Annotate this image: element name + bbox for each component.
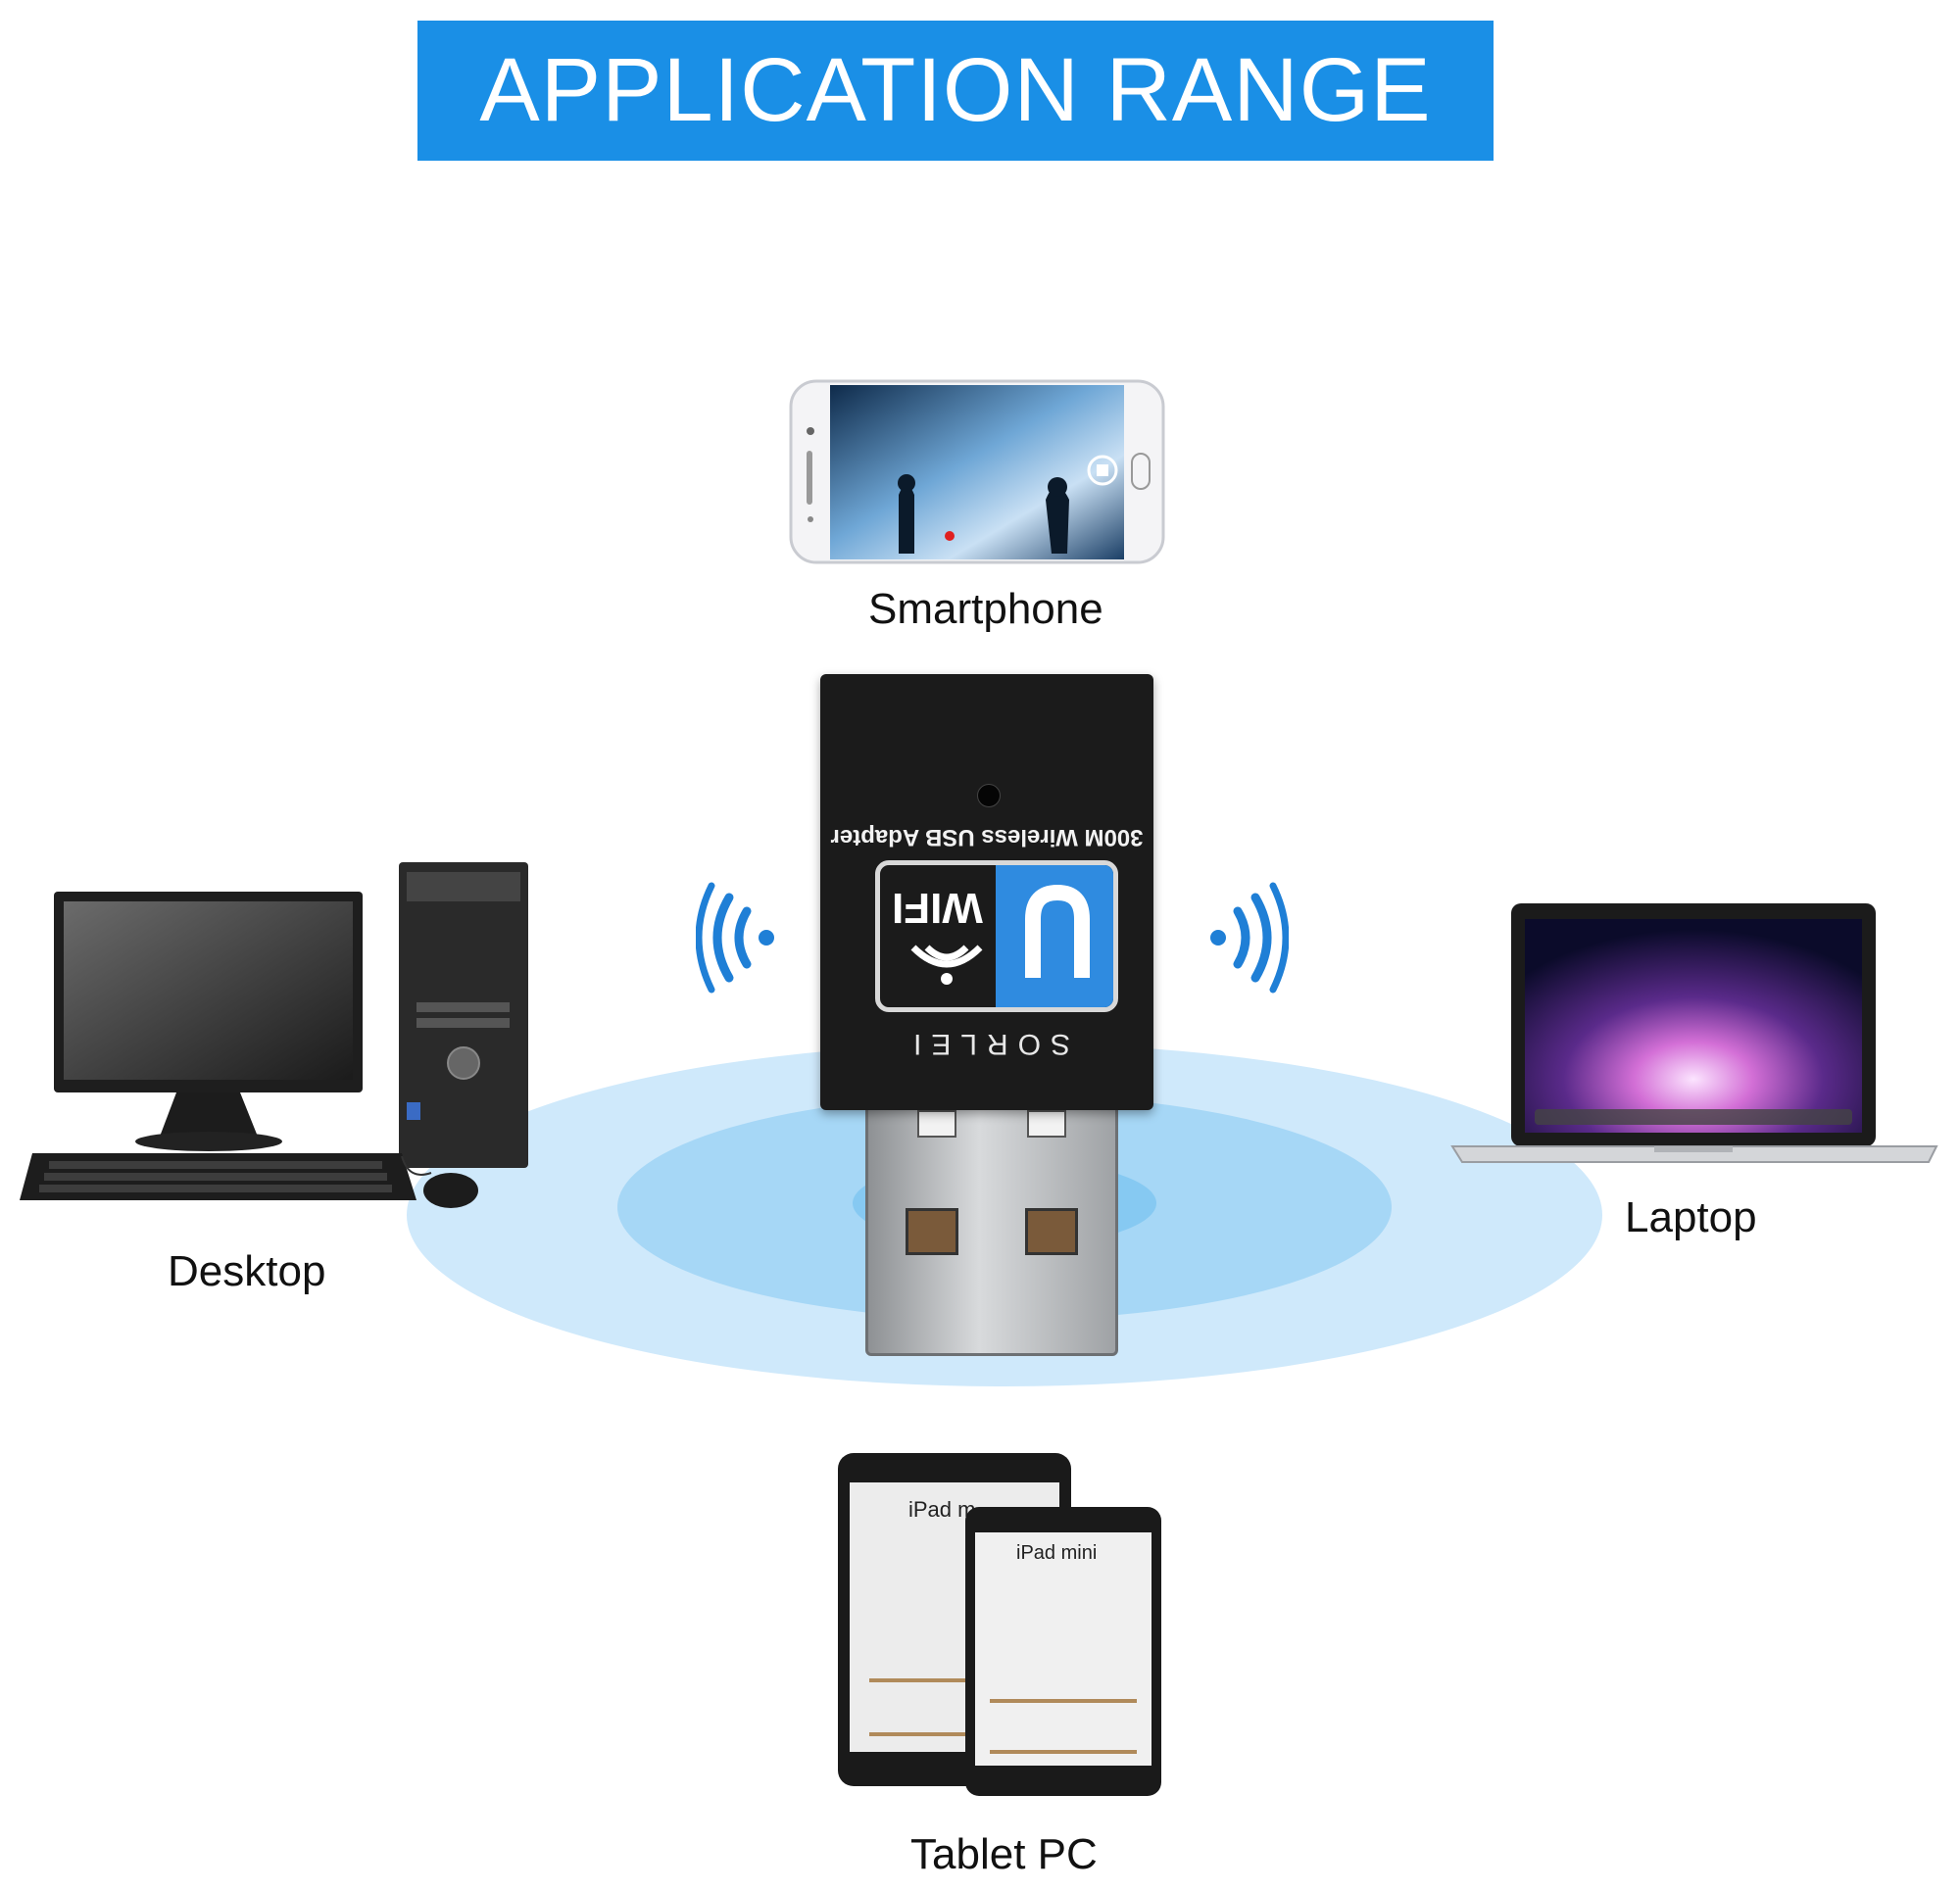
logo-wifi-waves-icon (910, 945, 983, 985)
tablet-front: iPad mini (965, 1507, 1161, 1796)
smartphone-label: Smartphone (868, 585, 1103, 633)
page-title: APPLICATION RANGE (479, 40, 1432, 140)
desktop-computer-icon (20, 862, 528, 1208)
led-indicator (977, 784, 1001, 807)
signal-left-icon (696, 882, 774, 994)
logo-n-mark (1025, 885, 1090, 978)
tablet-back-screen-text: iPad m (908, 1497, 976, 1522)
wifi-logo: WIFI (875, 860, 1118, 1012)
usb-wifi-adapter-icon: 300M Wireless USB Adapter WIFI SORLEI (820, 674, 1153, 1360)
logo-wifi-text: WIFI (892, 884, 983, 932)
adapter-brand-text: SORLEI (903, 1028, 1071, 1060)
tablet-front-screen-text: iPad mini (1016, 1542, 1098, 1564)
usb-plug (865, 1097, 1118, 1356)
desktop-label: Desktop (168, 1247, 326, 1295)
tablet-label: Tablet PC (910, 1830, 1098, 1878)
adapter-body: 300M Wireless USB Adapter WIFI SORLEI (820, 674, 1153, 1110)
signal-right-icon (1210, 882, 1289, 994)
smartphone-icon (789, 379, 1165, 564)
laptop-label: Laptop (1625, 1193, 1757, 1241)
laptop-icon (1450, 903, 1938, 1163)
adapter-model-text: 300M Wireless USB Adapter (830, 824, 1144, 850)
title-banner: APPLICATION RANGE (417, 21, 1494, 161)
tablet-icon: iPad m iPad mini (838, 1448, 1171, 1816)
